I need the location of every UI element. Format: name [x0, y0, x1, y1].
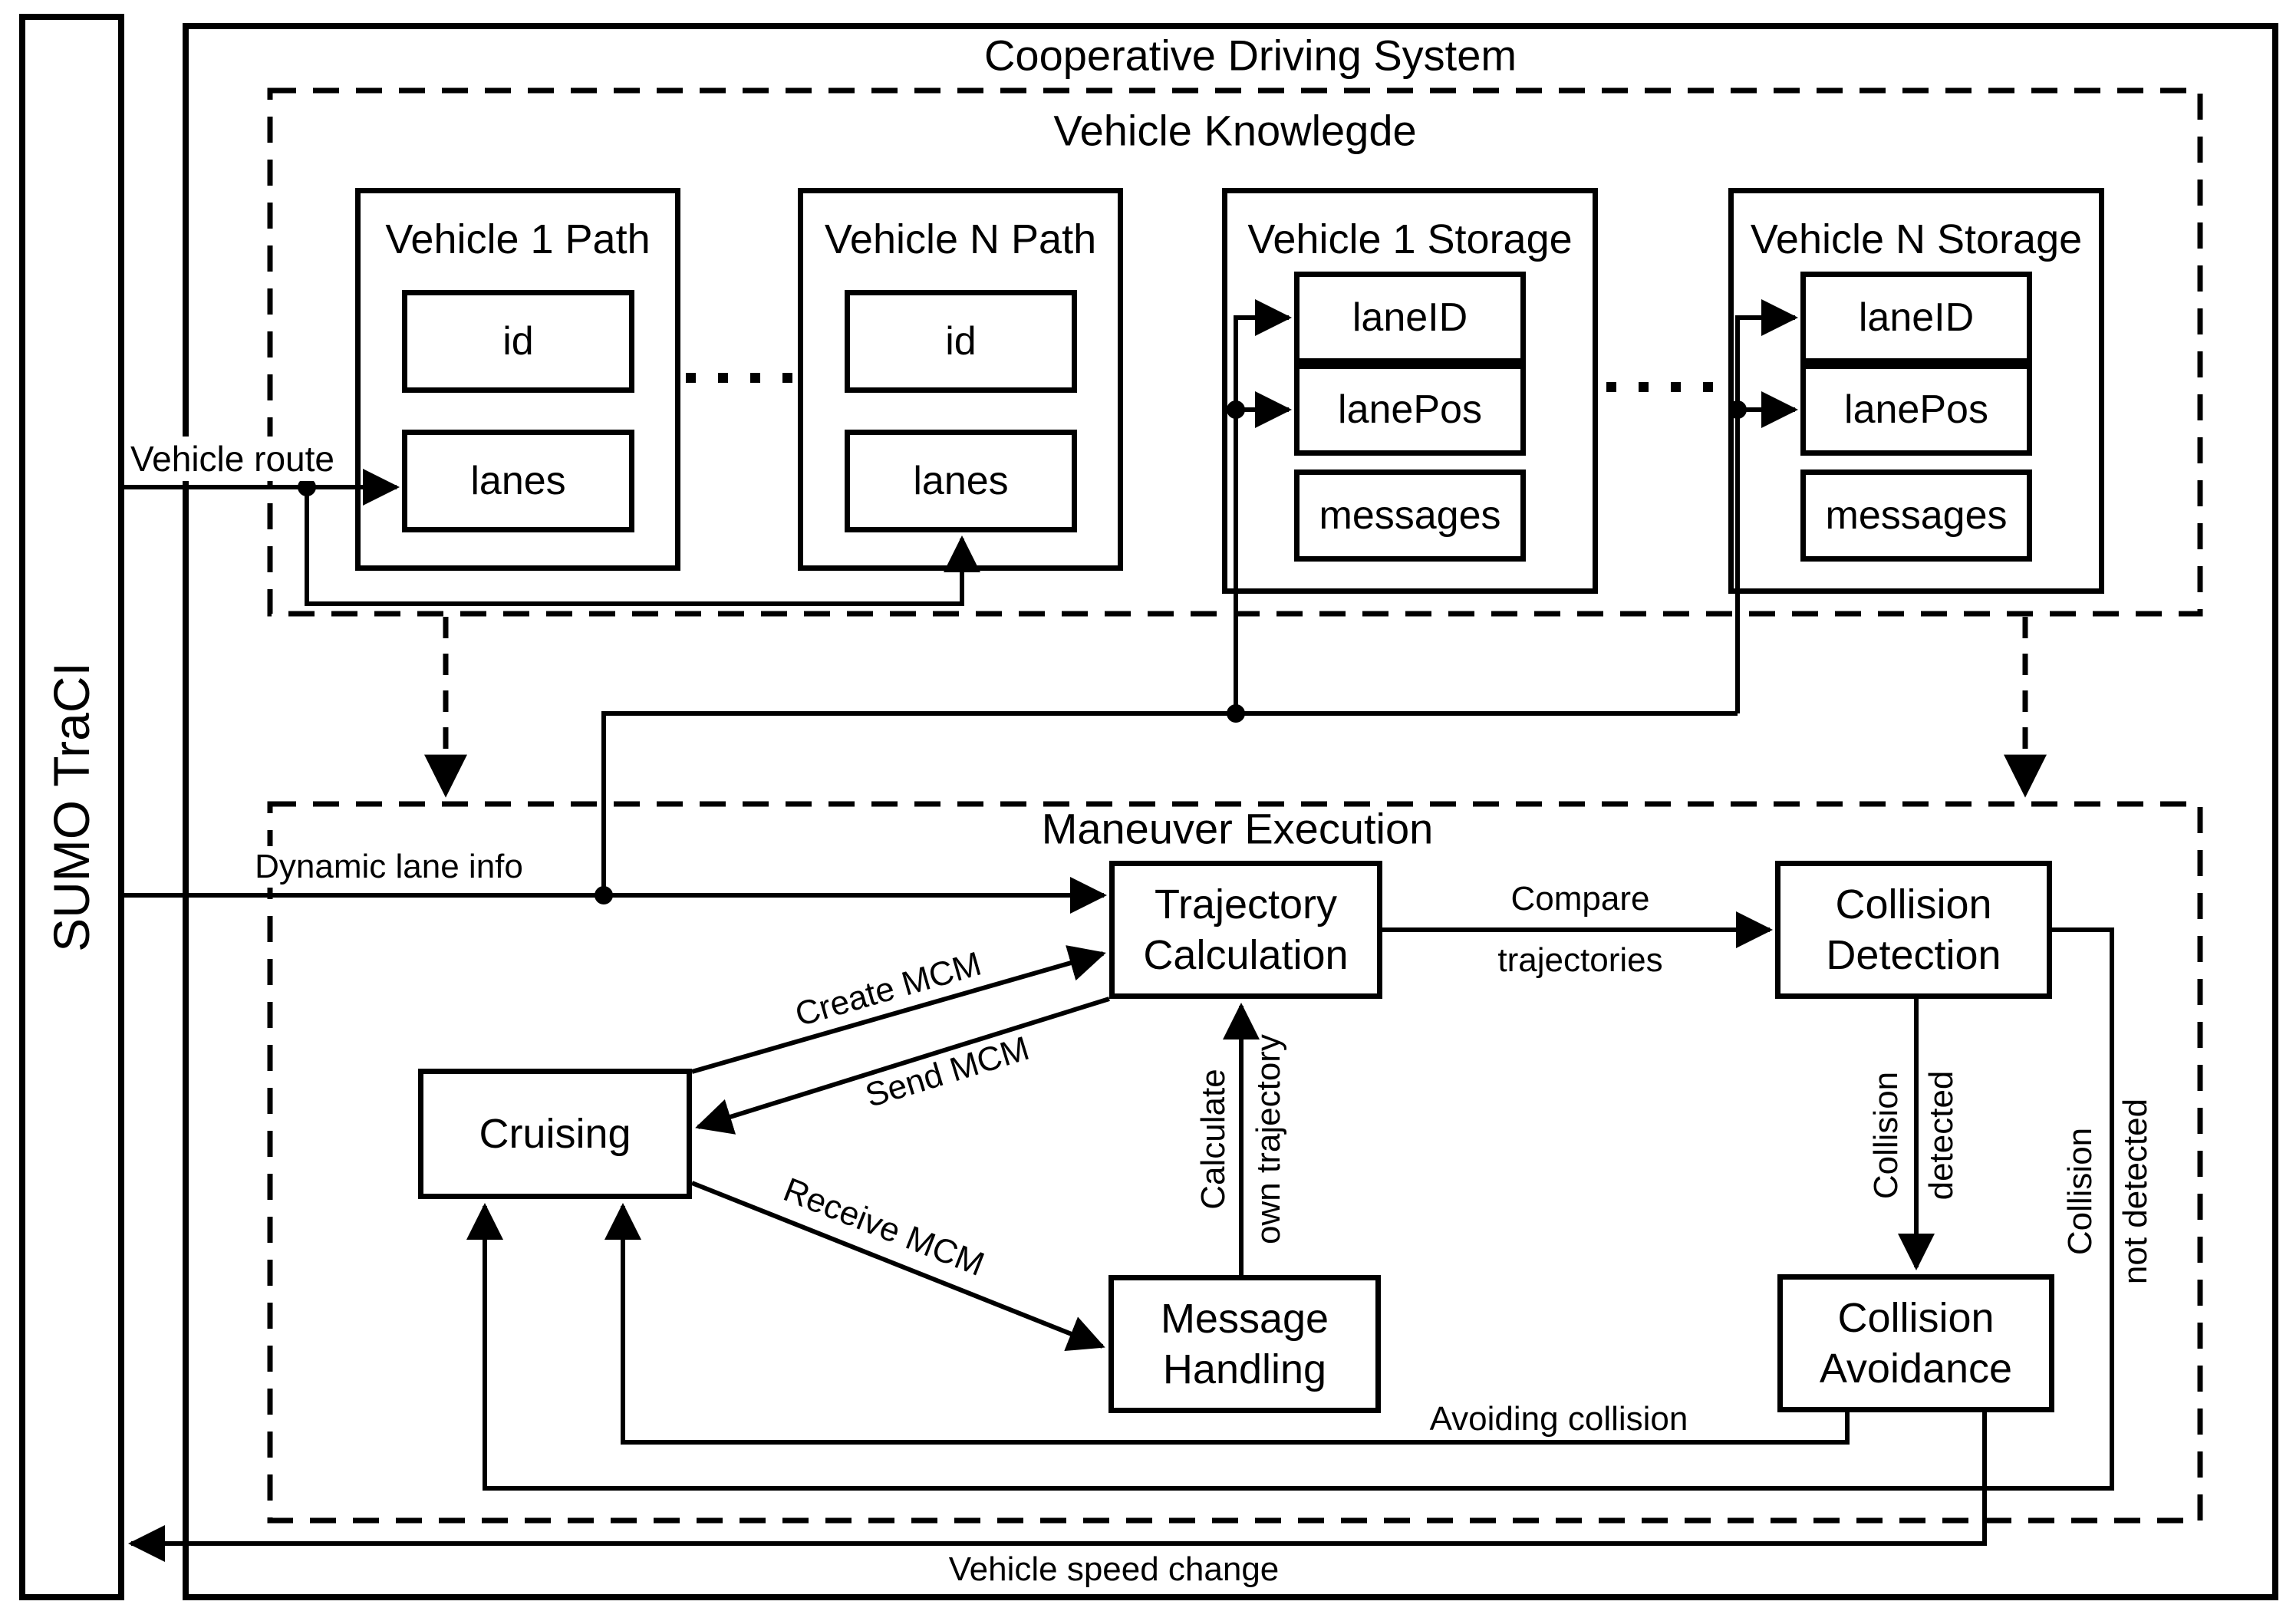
vehicle-n-storage-laneid-box: laneID — [1800, 272, 2032, 364]
junction-dot-vehicle-route — [298, 478, 316, 496]
sumo-traci-box — [19, 14, 124, 1600]
trajectory-calculation-label: Trajectory Calculation — [1143, 881, 1349, 978]
collision-detection-box: Collision Detection — [1775, 861, 2052, 999]
vehicle-1-storage-messages-label: messages — [1319, 493, 1501, 538]
junction-dot-collector — [1227, 704, 1245, 723]
vehicle-n-path-lanes-label: lanes — [913, 459, 1009, 503]
calculate-own-trajectory-line1: Calculate — [1194, 1069, 1232, 1210]
vehicle-n-path-lanes-box: lanes — [845, 430, 1077, 532]
collision-avoidance-box: Collision Avoidance — [1777, 1274, 2054, 1412]
junction-dot-storagen-feed — [1728, 400, 1747, 419]
vehicle-1-storage-laneid-label: laneID — [1352, 295, 1468, 340]
ellipsis-paths-icon — [686, 373, 792, 383]
cruising-label: Cruising — [479, 1111, 631, 1157]
avoiding-collision-arrow — [604, 1203, 1850, 1445]
create-mcm-arrow — [691, 945, 1106, 1074]
vehicle-knowledge-title: Vehicle Knowlegde — [1053, 106, 1417, 155]
vehicle-speed-change-arrow — [128, 1412, 1987, 1562]
vehicle-1-path-id-label: id — [502, 319, 534, 364]
vehicle-n-path-id-box: id — [845, 290, 1077, 393]
message-handling-box: Message Handling — [1108, 1275, 1381, 1413]
vehicle-1-path-lanes-label: lanes — [470, 459, 566, 503]
send-mcm-arrow — [695, 997, 1110, 1135]
collision-not-detected-arrow — [466, 927, 2114, 1491]
vehicle-speed-change-label: Vehicle speed change — [948, 1550, 1280, 1588]
collision-detected-label: Collision detected — [1859, 1071, 1969, 1201]
message-handling-label: Message Handling — [1160, 1296, 1329, 1392]
maneuver-execution-dashed-box — [267, 801, 2203, 1524]
vehicle-n-storage-messages-box: messages — [1800, 469, 2032, 562]
junction-dot-storage1-feed — [1227, 400, 1245, 419]
storagen-feed-line — [1735, 299, 1798, 713]
vehicle-n-path-title: Vehicle N Path — [824, 216, 1097, 262]
ellipsis-storages-icon — [1606, 382, 1713, 392]
collision-not-detected-line1: Collision — [2061, 1127, 2099, 1256]
collision-not-detected-label: Collision not detected — [2053, 1099, 2163, 1284]
vehicle-1-storage-messages-box: messages — [1294, 469, 1526, 562]
cruising-box: Cruising — [418, 1069, 692, 1199]
vehicle-1-path-id-box: id — [402, 290, 634, 393]
collision-detection-label: Collision Detection — [1826, 881, 2001, 978]
maneuver-execution-title: Maneuver Execution — [1041, 804, 1434, 853]
vehicle-1-storage-title: Vehicle 1 Storage — [1247, 216, 1573, 262]
collision-detected-line2: detected — [1922, 1070, 1960, 1201]
avoiding-collision-label: Avoiding collision — [1429, 1400, 1688, 1438]
diagram-title: Cooperative Driving System — [983, 31, 1517, 80]
vehicle-n-storage-laneid-label: laneID — [1858, 295, 1975, 340]
vehicle-1-storage-lanepos-label: lanePos — [1338, 387, 1482, 432]
vehicle-n-storage-title: Vehicle N Storage — [1750, 216, 2083, 262]
vehicle-1-storage-lanepos-box: lanePos — [1294, 364, 1526, 456]
collision-not-detected-line2: not detected — [2116, 1098, 2154, 1285]
vehicle-n-path-id-label: id — [945, 319, 977, 364]
collision-avoidance-label: Collision Avoidance — [1819, 1295, 2013, 1392]
vehicle-n-storage-lanepos-box: lanePos — [1800, 364, 2032, 456]
compare-trajectories-label-line2: trajectories — [1497, 941, 1663, 979]
vehicle-1-path-lanes-box: lanes — [402, 430, 634, 532]
vehicle-route-branch-arrow — [305, 487, 980, 606]
receive-mcm-arrow — [690, 1181, 1105, 1352]
collision-detected-line1: Collision — [1867, 1071, 1905, 1200]
compare-trajectories-label-line1: Compare — [1510, 880, 1650, 918]
vehicle-n-storage-lanepos-label: lanePos — [1844, 387, 1988, 432]
storage1-feed-line — [1234, 299, 1292, 713]
sumo-traci-label: SUMO TraCI — [43, 662, 100, 952]
junction-dot-dynamic-lane-info — [595, 886, 613, 904]
create-mcm-label: Create MCM — [791, 944, 986, 1034]
vehicle-1-storage-laneid-box: laneID — [1294, 272, 1526, 364]
trajectory-calculation-box: Trajectory Calculation — [1109, 861, 1382, 999]
calculate-own-trajectory-label: Calculate own trajectory — [1186, 1034, 1296, 1244]
calculate-own-trajectory-line2: own trajectory — [1250, 1034, 1287, 1244]
dynamic-lane-info-label: Dynamic lane info — [249, 846, 529, 888]
lane-info-collector-line — [601, 711, 1738, 895]
vehicle-route-label: Vehicle route — [124, 437, 341, 481]
receive-mcm-label: Receive MCM — [778, 1171, 990, 1283]
send-mcm-label: Send MCM — [861, 1029, 1034, 1115]
vehicle-1-path-title: Vehicle 1 Path — [385, 216, 651, 262]
vehicle-n-storage-messages-label: messages — [1825, 493, 2008, 538]
